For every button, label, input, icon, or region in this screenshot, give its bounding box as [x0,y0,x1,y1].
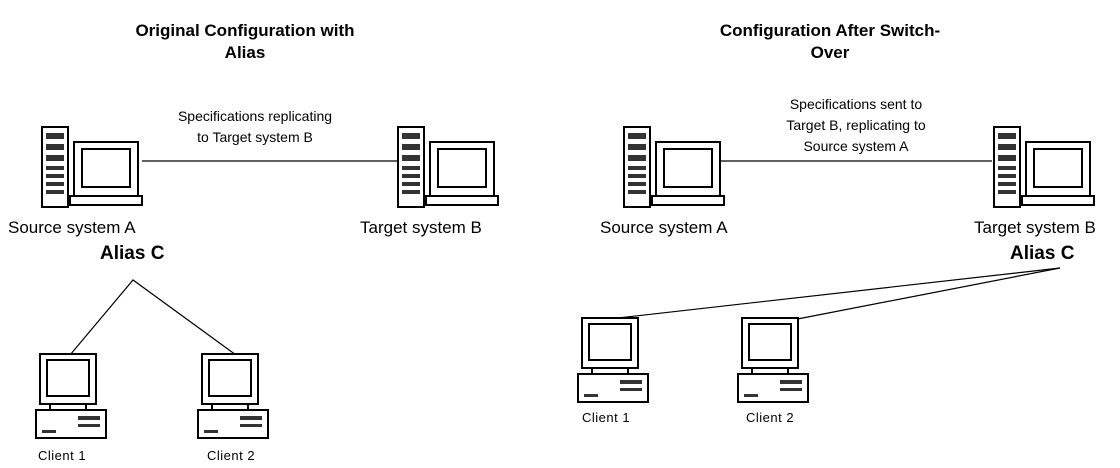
left-target-server-icon [397,126,499,208]
right-source-label: Source system A [600,218,728,237]
left-alias-label: Alias C [100,243,165,264]
left-panel-title: Original Configuration with Alias [110,20,380,64]
right-title-line-2: Over [810,43,850,62]
right-target-label: Target system B [974,218,1096,237]
left-connection-lines [69,160,400,356]
left-source-label: Source system A [8,218,136,237]
right-link-note-line-1: Specifications sent to [789,96,923,112]
left-source-server-icon [41,126,143,208]
left-title-line-1: Original Configuration with [135,21,355,40]
right-client-2-label: Client 2 [746,410,795,425]
right-source-server-icon [623,126,725,208]
right-title-line-1: Configuration After Switch- [719,21,941,40]
right-panel-title: Configuration After Switch- Over [695,20,965,64]
right-connection-lines [599,160,1061,323]
after-switchover-panel: Configuration After Switch- Over Specifi… [560,0,1120,468]
left-target-label: Target system B [360,218,482,237]
left-link-note: Specifications replicating to Target sys… [150,106,360,148]
left-link-note-line-1: Specifications replicating [177,108,333,124]
left-client-2-icon [197,353,269,439]
alias-client-2-link [781,267,1061,323]
alias-client-links [69,279,237,356]
right-client-2-icon [737,317,809,403]
right-link-note-line-3: Source system A [803,138,909,154]
left-client-2-label: Client 2 [207,448,256,463]
left-client-1-icon [35,353,107,439]
alias-client-1-link [599,267,1061,321]
right-link-note: Specifications sent to Target B, replica… [746,94,966,157]
right-alias-label: Alias C [1010,243,1075,264]
original-configuration-panel: Original Configuration with Alias Specif… [8,20,499,463]
right-target-server-icon [993,126,1095,208]
left-client-1-label: Client 1 [38,448,87,463]
right-link-note-line-2: Target B, replicating to [786,117,926,133]
left-link-note-line-2: to Target system B [197,129,313,145]
right-client-1-icon [577,317,649,403]
right-client-1-label: Client 1 [582,410,631,425]
left-title-line-2: Alias [224,43,266,62]
